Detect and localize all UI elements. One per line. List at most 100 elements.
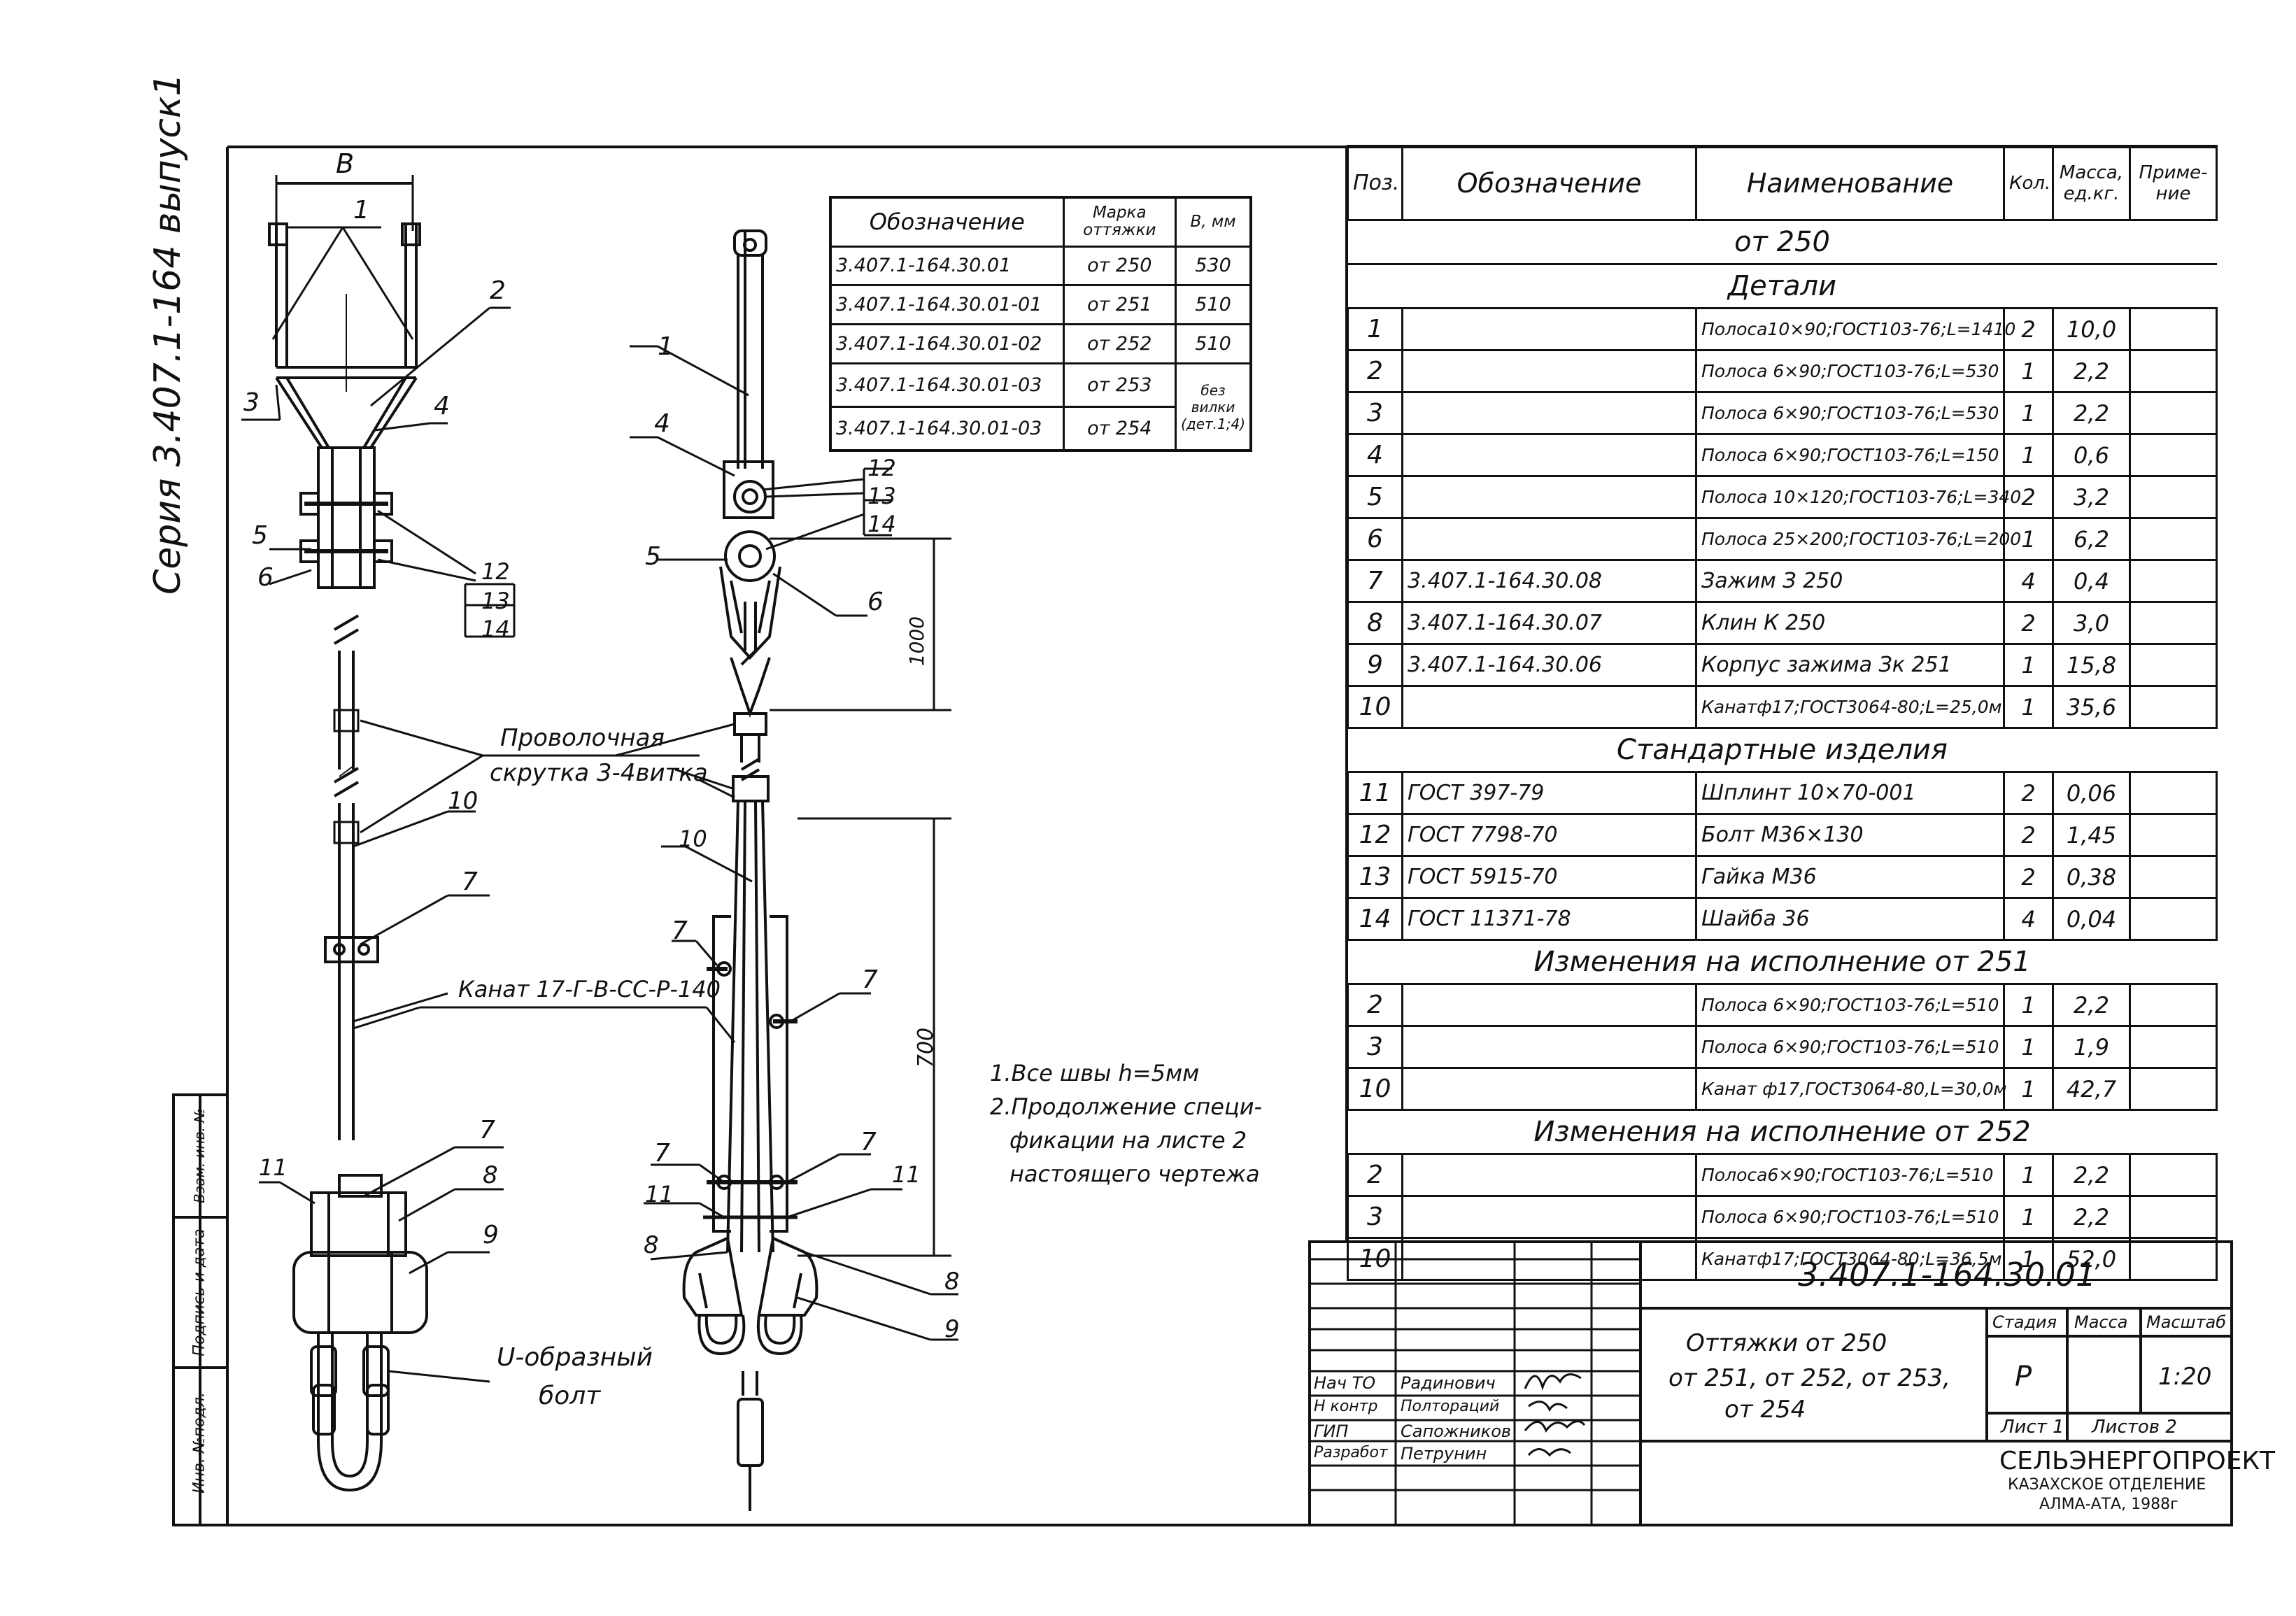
spec-pos: 10	[1347, 1237, 1403, 1281]
spec-qty: 1	[2003, 983, 2054, 1027]
spec-name: Полоса 6×90;ГОСТ103-76;L=510	[1695, 983, 2005, 1027]
v2-callout-12: 12	[867, 455, 896, 481]
spec-qty: 1	[2003, 1153, 2054, 1197]
spec-designation	[1401, 1025, 1697, 1069]
v1-callout-1: 1	[353, 196, 369, 225]
v2-callout-11a: 11	[645, 1181, 674, 1207]
view1-assembly	[241, 175, 516, 1492]
spec-designation: ГОСТ 5915-70	[1401, 855, 1697, 899]
spec-pos: 2	[1347, 983, 1403, 1027]
title-block-grid	[1308, 1240, 2233, 1526]
v2-callout-14: 14	[867, 511, 896, 537]
note-4: настоящего чертежа	[1009, 1161, 1260, 1187]
spec-designation: 3.407.1-164.30.08	[1401, 559, 1697, 603]
spec-qty: 1	[2003, 391, 2054, 435]
spec-mass: 52,0	[2052, 1237, 2131, 1281]
spec-designation: ГОСТ 7798-70	[1401, 813, 1697, 857]
spec-mass: 1,45	[2052, 813, 2131, 857]
v2-callout-1: 1	[658, 332, 674, 361]
spec-mass: 0,04	[2052, 897, 2131, 941]
v2-callout-7c: 7	[654, 1139, 670, 1168]
spec-mass: 42,7	[2052, 1067, 2131, 1111]
spec-note	[2129, 1153, 2218, 1197]
spec-designation	[1401, 307, 1697, 351]
wire-twist-label-1: Проволочная	[500, 724, 665, 752]
spec-mass: 0,6	[2052, 433, 2131, 477]
v2-callout-7b: 7	[862, 965, 878, 994]
spec-designation: ГОСТ 397-79	[1401, 771, 1697, 815]
name-1: Радинович	[1401, 1373, 1496, 1393]
dim-b-label: В	[336, 148, 355, 179]
v1-callout-7a: 7	[462, 867, 478, 896]
spec-pos: 12	[1347, 813, 1403, 857]
spec-note	[2129, 983, 2218, 1027]
spec-designation: 3.407.1-164.30.06	[1401, 643, 1697, 687]
col-scale-label: Масштаб	[2146, 1312, 2227, 1332]
name-2: Полтораций	[1401, 1398, 1500, 1415]
note-1: 1.Все швы h=5мм	[990, 1060, 1200, 1086]
spec-pos: 3	[1347, 391, 1403, 435]
mark-table: Обозначение Марка оттяжки В, мм 3.407.1-…	[829, 196, 1252, 452]
v1-callout-2: 2	[490, 276, 506, 305]
spec-mass: 1,9	[2052, 1025, 2131, 1069]
mark-row: 3.407.1-164.30.01 от 250 530	[829, 245, 1252, 287]
mark-row: 3.407.1-164.30.01-02 от 252 510	[829, 323, 1252, 365]
v2-callout-7d: 7	[860, 1128, 877, 1156]
spec-header-name: Наименование	[1695, 145, 2005, 221]
spec-name: Полоса 10×120;ГОСТ103-76;L=340	[1695, 475, 2021, 519]
spec-name: Канатф17;ГОСТ3064-80;L=25,0м	[1695, 685, 2005, 729]
mark-cell: 510	[1175, 284, 1252, 326]
org-division: КАЗАХСКОЕ ОТДЕЛЕНИЕ	[2008, 1476, 2206, 1494]
shared-leaders	[353, 719, 736, 1043]
spec-note	[2129, 349, 2218, 393]
dim-1000-label: 1000	[905, 616, 929, 667]
v2-callout-8b: 8	[944, 1268, 960, 1296]
v1-callout-14: 14	[481, 616, 510, 642]
spec-header-designation: Обозначение	[1401, 145, 1697, 221]
spec-section-title: Изменения на исполнение от 252	[1347, 1109, 2217, 1155]
stamp-signature-date: Подпись и дата	[190, 1228, 208, 1356]
spec-designation	[1401, 1195, 1697, 1239]
spec-designation	[1401, 685, 1697, 729]
doc-title-line1: Оттяжки от 250	[1686, 1329, 1887, 1357]
spec-pos: 2	[1347, 349, 1403, 393]
spec-note	[2129, 813, 2218, 857]
name-3: Сапожников	[1401, 1422, 1512, 1441]
spec-qty: 1	[2003, 349, 2054, 393]
doc-title-line2: от 251, от 252, от 253,	[1668, 1364, 1950, 1392]
spec-mass: 2,2	[2052, 391, 2131, 435]
spec-pos: 2	[1347, 1153, 1403, 1197]
spec-name: Корпус зажима Зк 251	[1695, 643, 2005, 687]
spec-note	[2129, 897, 2218, 941]
spec-designation	[1401, 1237, 1697, 1281]
spec-note	[2129, 1195, 2218, 1239]
series-label: Серия 3.407.1-164 выпуск1	[147, 73, 189, 595]
mark-cell: от 252	[1062, 323, 1177, 365]
v1-callout-11: 11	[259, 1154, 288, 1181]
spec-designation	[1401, 1067, 1697, 1111]
mark-cell: от 251	[1062, 284, 1177, 326]
mark-cell: 3.407.1-164.30.01-02	[829, 323, 1065, 365]
spec-note	[2129, 433, 2218, 477]
spec-header-row: Поз. Обозначение Наименование Кол. Масса…	[1347, 145, 2218, 221]
spec-mass: 35,6	[2052, 685, 2131, 729]
mark-cell: от 253	[1062, 362, 1177, 408]
spec-mass: 6,2	[2052, 517, 2131, 561]
spec-qty: 1	[2003, 433, 2054, 477]
mark-cell: 3.407.1-164.30.01	[829, 245, 1065, 287]
spec-note	[2129, 771, 2218, 815]
mark-header-b: В, мм	[1175, 196, 1252, 248]
spec-pos: 11	[1347, 771, 1403, 815]
spec-table: Поз. Обозначение Наименование Кол. Масса…	[1347, 145, 2218, 1281]
spec-designation	[1401, 983, 1697, 1027]
spec-designation	[1401, 433, 1697, 477]
v2-callout-8a: 8	[644, 1231, 659, 1259]
spec-note	[2129, 1067, 2218, 1111]
